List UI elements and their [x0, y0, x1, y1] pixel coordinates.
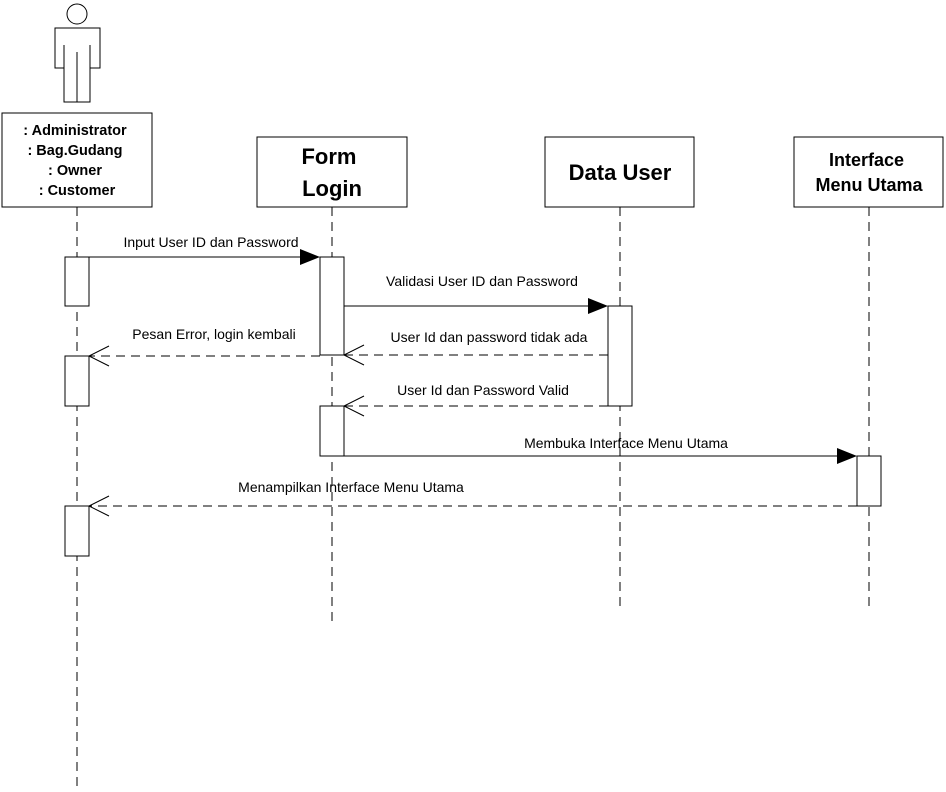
svg-text:Interface Menu Utama: Interface Menu Utama [815, 150, 923, 195]
activation-bar [319, 256, 345, 356]
message-label: Input User ID dan Password [123, 234, 298, 250]
interface-menu-box [793, 136, 944, 208]
message-arrow [344, 298, 608, 314]
message-arrow [342, 344, 608, 366]
message-label: User Id dan password tidak ada [391, 329, 588, 345]
form-login-title: Form [301, 144, 356, 169]
form-login-box [256, 136, 408, 208]
actor-role: : Bag.Gudang [27, 143, 122, 159]
message-label: User Id dan Password Valid [397, 382, 569, 398]
actor-box [1, 112, 153, 208]
actor-role: : Customer [39, 183, 116, 199]
activation-bar [64, 355, 90, 407]
activation-bar [319, 405, 345, 457]
form-login-title: Login [302, 176, 362, 201]
message-label: Membuka Interface Menu Utama [524, 435, 728, 451]
actor-role: : Owner [48, 163, 102, 179]
data-user-title: Data User [569, 160, 672, 185]
message-arrow [342, 395, 608, 417]
message-arrow [344, 448, 857, 464]
actor-role: : Administrator [23, 123, 127, 139]
message-arrow [89, 249, 320, 265]
data-user-box [544, 136, 695, 208]
interface-menu-title: Interface [829, 150, 904, 170]
message-arrow [87, 345, 320, 367]
svg-text:Form Login: Form Login [301, 144, 362, 201]
message-label: Menampilkan Interface Menu Utama [238, 479, 464, 495]
message-arrow [87, 495, 857, 517]
activation-bar [64, 256, 90, 307]
message-label: Validasi User ID dan Password [386, 273, 578, 289]
activation-bar [607, 305, 633, 407]
message-label: Pesan Error, login kembali [132, 326, 295, 342]
activation-bar [856, 455, 882, 507]
svg-text:: Administrator : Bag.Guda: : Administrator : Bag.Gudang : Owner : C… [23, 123, 130, 199]
activation-bar [64, 505, 90, 557]
interface-menu-title: Menu Utama [815, 175, 923, 195]
actor-icon [54, 3, 101, 103]
svg-text:Data User: Data User [569, 160, 672, 185]
